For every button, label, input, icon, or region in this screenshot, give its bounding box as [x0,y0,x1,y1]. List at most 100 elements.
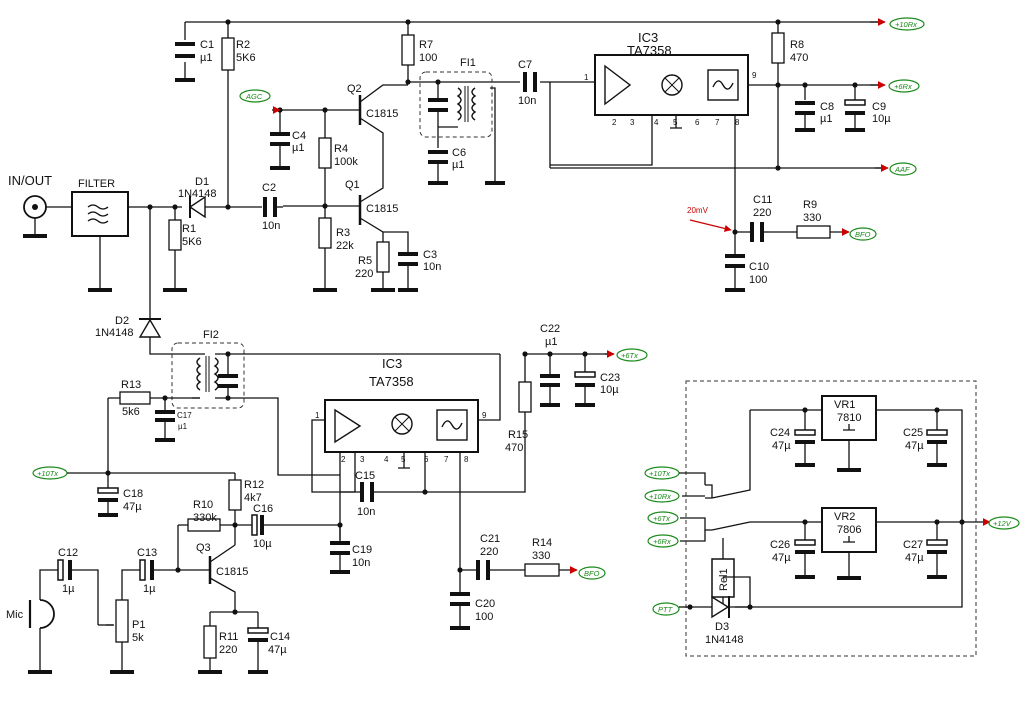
r5-value: 220 [355,268,373,280]
regulator-vr2: VR2 7806 [821,507,877,580]
r2-ref: R2 [236,39,250,51]
ic3-pin6: 6 [695,118,700,127]
filter-block: FILTER [71,178,182,292]
r8-value: 470 [790,52,808,64]
net-plus12v-label: +12V [993,519,1012,528]
resistor-r13: R13 5k6 [107,379,200,472]
diode-d2: D2 1N4148 [95,207,205,355]
r4-value: 100k [334,156,358,168]
p1-value: 5k [132,632,144,644]
ic3-rx-type: TA7358 [627,43,672,58]
capacitor-c15: C15 10n [340,412,526,518]
ic3-tx-type: TA7358 [369,374,414,389]
q2-type: C1815 [366,108,398,120]
c27-value: 47µ [905,552,924,564]
capacitor-c18: C18 47µ [97,473,143,517]
resistor-r11: R11 220 [198,609,258,674]
r9-ref: R9 [803,199,817,211]
vr1-ref: VR1 [834,399,855,411]
ic3tx-pin5: 5 [401,455,406,464]
d1-value: 1N4148 [178,188,217,200]
r13-value: 5k6 [122,406,140,418]
r11-ref: R11 [219,631,238,643]
net-plus10tx-left-label: +10Tx [37,469,58,478]
bfo-level-label: 20mV [687,206,709,215]
net-plus6rx-ps-label: +6Rx [653,537,671,546]
r7-ref: R7 [419,39,433,51]
diode-d3: D3 1N4148 [705,522,963,646]
r11-value: 220 [219,644,237,656]
net-agc: AGC [239,89,281,114]
c13-value: 1µ [143,583,156,595]
rel1-label: Rel1 [718,568,730,591]
c3-value: 10n [423,261,441,273]
c1-ref: C1 [200,39,214,51]
c8-ref: C8 [820,101,834,113]
capacitor-c17: C17 µ1 [155,395,192,442]
c18-value: 47µ [123,501,142,513]
net-bfo-tx-label: BFO [584,569,600,578]
r5-ref: R5 [358,255,372,267]
c24-value: 47µ [772,440,791,452]
ic3-pin1: 1 [584,73,589,82]
resistor-r3: R3 22k [313,206,354,292]
c6-value: µ1 [452,159,464,171]
capacitor-c3: C3 10n [392,231,441,292]
c19-ref: C19 [352,544,372,556]
c16-ref: C16 [253,503,273,515]
r13-ref: R13 [121,379,141,391]
c26-value: 47µ [772,552,791,564]
c11-value: 220 [753,207,771,219]
c1-value: µ1 [200,52,212,64]
capacitor-c7: C7 10n [518,59,537,107]
capacitor-c9: C9 10µ [844,99,891,132]
c12-ref: C12 [58,547,78,559]
net-plus10tx-label: +10Tx [649,469,670,478]
d3-value: 1N4148 [705,634,744,646]
bfo-tx-section: BFO C21 220 R14 330 C20 100 [450,533,606,630]
c19-value: 10n [352,557,370,569]
fi1-ref: FI1 [460,57,476,69]
q1-ref: Q1 [345,179,360,191]
net-plus10rx-ps-label: +10Rx [649,492,671,501]
ic3-pin4: 4 [654,118,659,127]
c27-ref: C27 [903,539,923,551]
net-agc-label: AGC [245,92,263,101]
p1-ref: P1 [132,619,145,631]
antenna-connector: IN/OUT [8,173,72,238]
capacitor-c13: C13 1µ [121,547,160,620]
capacitor-c27: C27 47µ [903,522,948,579]
c22-ref: C22 [540,323,560,335]
c7-ref: C7 [518,59,532,71]
r12-ref: R12 [244,479,264,491]
c13-ref: C13 [137,547,157,559]
d2-value: 1N4148 [95,327,134,339]
capacitor-c16: C16 10µ [235,503,340,550]
c20-ref: C20 [475,598,495,610]
c21-value: 220 [480,546,498,558]
c2-value: 10n [262,220,280,232]
resistor-r5: R5 220 [355,232,395,292]
diode-d1: D1 1N4148 [147,176,262,219]
transistor-q1: Q1 C1815 [283,173,398,233]
ic3-pin5: 5 [673,118,678,127]
r3-value: 22k [336,240,354,252]
capacitor-c4: C4 µ1 [270,110,306,170]
resistor-r15: R15 470 [505,351,532,454]
resistor-r7: R7 100 [401,34,437,66]
c4-ref: C4 [292,130,306,142]
c10-value: 100 [749,274,767,286]
ic3tx-pin3: 3 [360,455,365,464]
vr1-type: 7810 [837,412,861,424]
mic-label: Mic [6,609,24,621]
io-label: IN/OUT [8,173,52,188]
capacitor-c8: C8 µ1 [795,101,834,132]
q2-ref: Q2 [347,83,362,95]
filter-fi1: FI1 [419,57,496,183]
r2-value: 5K6 [236,52,256,64]
net-aaf-label: AAF [894,165,910,174]
r1-value: 5K6 [182,236,202,248]
resistor-r2: R2 5K6 [221,37,256,71]
c23-ref: C23 [600,372,620,384]
